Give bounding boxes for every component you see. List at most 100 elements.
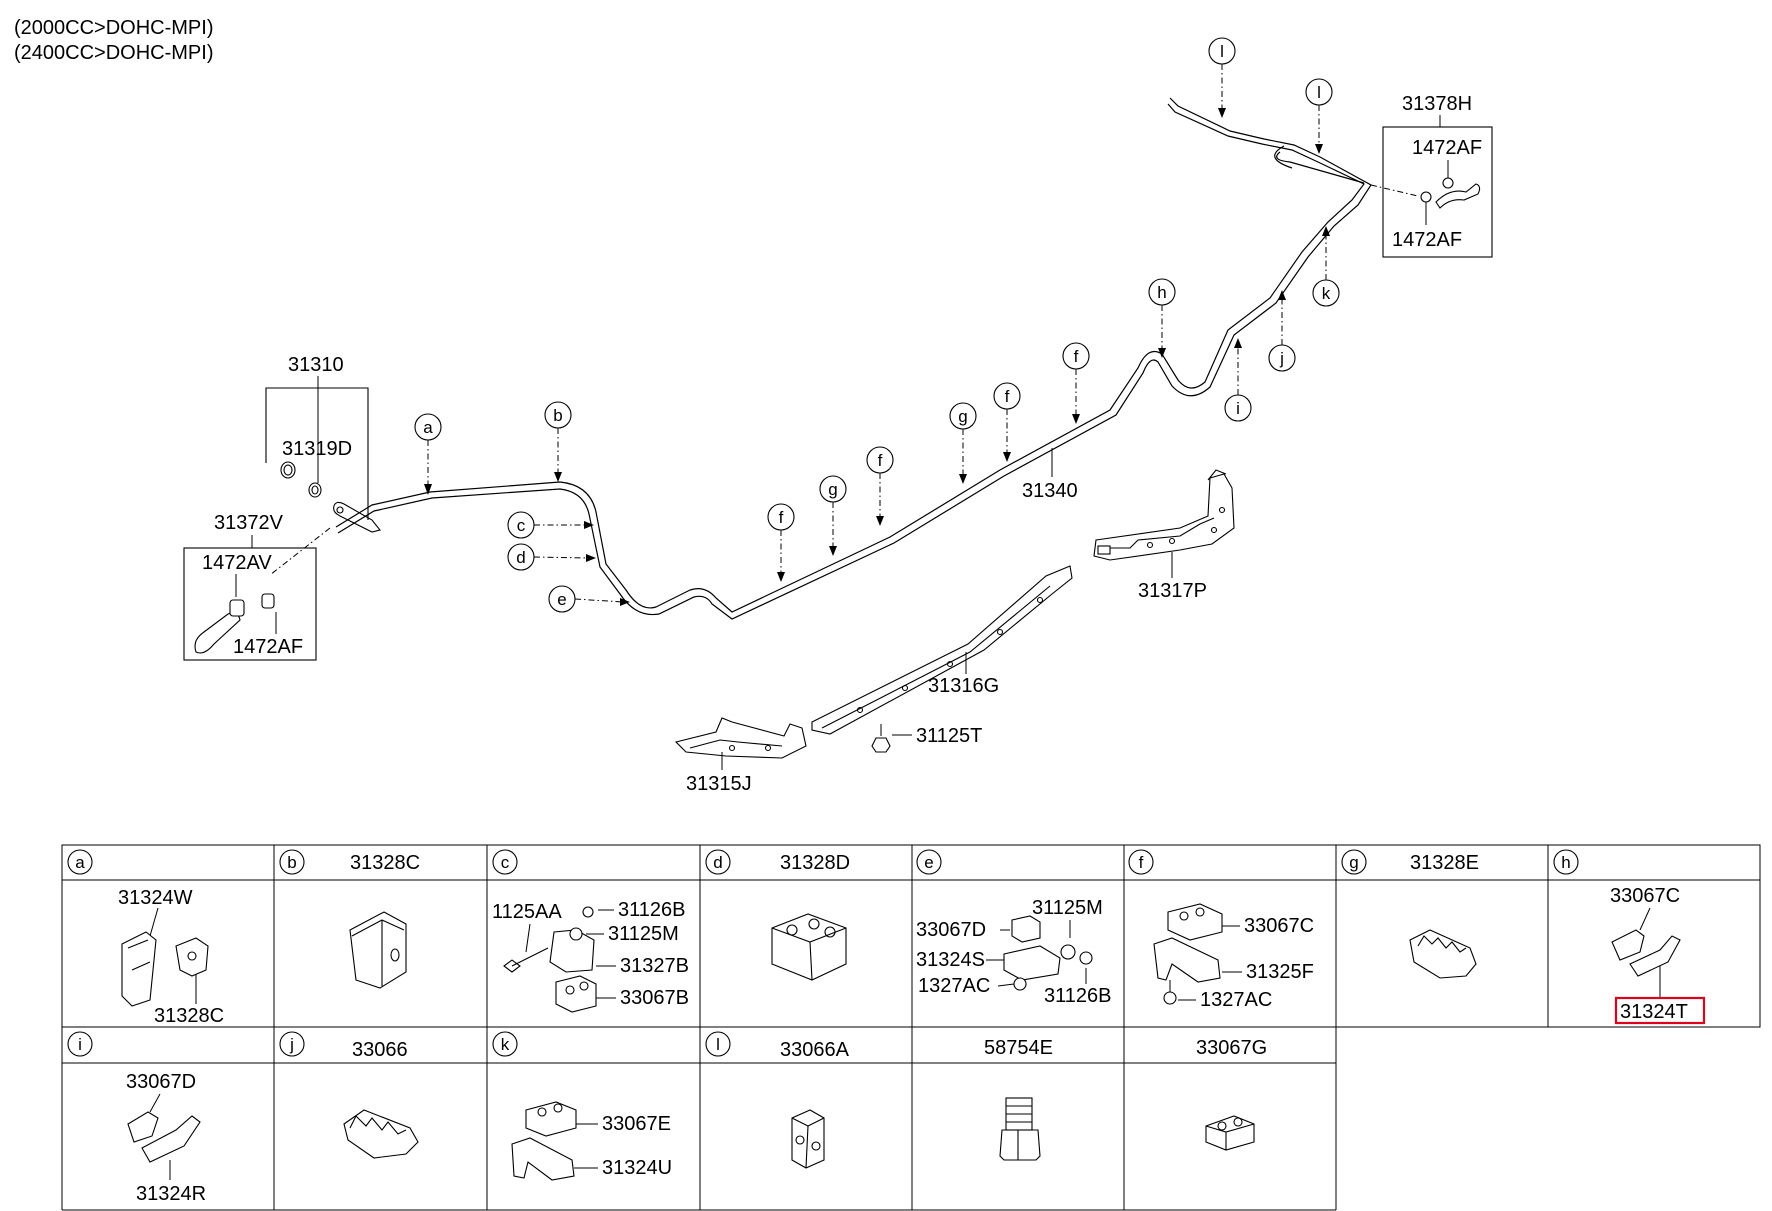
svg-text:i: i bbox=[78, 1035, 82, 1054]
nipple-icon bbox=[999, 1129, 1041, 1161]
callout-f-3: f bbox=[993, 382, 1021, 462]
svg-text:l: l bbox=[1220, 42, 1224, 61]
label-31316G: 31316G bbox=[928, 675, 999, 697]
svg-text:e: e bbox=[924, 853, 933, 872]
cell-j: j 33066 bbox=[279, 1031, 419, 1159]
svg-text:c: c bbox=[501, 853, 510, 872]
callout-f-4: f bbox=[1062, 342, 1090, 424]
callout-i: i bbox=[1224, 338, 1252, 422]
label-1472AF-left: 1472AF bbox=[233, 636, 303, 658]
callout-a: a bbox=[414, 413, 442, 495]
label-58754E: 58754E bbox=[984, 1037, 1053, 1059]
clip-icon-33067G bbox=[1205, 1115, 1255, 1151]
svg-text:j: j bbox=[289, 1035, 294, 1054]
clip-icon-c bbox=[555, 975, 597, 1013]
cell-i: i 33067D 31324R bbox=[67, 1031, 206, 1205]
label-33066: 33066 bbox=[352, 1039, 408, 1061]
cell-c: c 1125AA 31126B 31125M 31327B 33067B bbox=[492, 849, 689, 1013]
callout-g-1: g bbox=[819, 475, 847, 556]
label-1125AA: 1125AA bbox=[492, 901, 562, 923]
label-31340: 31340 bbox=[1022, 480, 1078, 502]
label-31319D: 31319D bbox=[282, 438, 352, 460]
svg-text:a: a bbox=[75, 853, 85, 872]
clip-icon-h bbox=[1611, 929, 1645, 961]
label-1472AV: 1472AV bbox=[202, 552, 272, 574]
cell-d: d 31328D bbox=[705, 849, 850, 981]
clip-icon-3 bbox=[1442, 177, 1454, 189]
clip-icon-i bbox=[127, 1111, 159, 1143]
callout-k: k bbox=[1312, 226, 1340, 307]
cell-e: e 33067D 31125M 31324S 1327AC 31126B bbox=[916, 849, 1111, 1007]
fuel-pipe-31340 bbox=[335, 97, 1372, 620]
label-33067C-h: 33067C bbox=[1610, 885, 1680, 907]
cell-33067G: 33067G bbox=[1196, 1037, 1267, 1151]
label-31325F: 31325F bbox=[1246, 961, 1314, 983]
label-31126B-e: 31126B bbox=[1044, 985, 1111, 1007]
label-31324T[interactable]: 31324T bbox=[1620, 1001, 1688, 1023]
bracket-icon-i bbox=[141, 1115, 201, 1163]
callout-31378H: 31378H 1472AF 1472AF bbox=[1370, 93, 1493, 258]
callout-c: c bbox=[507, 511, 594, 539]
cell-k: k 33067E 31324U bbox=[492, 1031, 672, 1181]
callout-e: e bbox=[548, 585, 630, 613]
clip-icon-4 bbox=[1420, 191, 1432, 203]
callout-l-1: l bbox=[1208, 37, 1236, 118]
label-31324R: 31324R bbox=[136, 1183, 206, 1205]
label-33067D-i: 33067D bbox=[126, 1071, 196, 1093]
callout-31310: 31310 31319D bbox=[265, 354, 369, 520]
svg-text:b: b bbox=[287, 853, 296, 872]
callout-b: b bbox=[544, 401, 572, 482]
label-31328D: 31328D bbox=[780, 852, 850, 874]
bracket-31315J bbox=[674, 717, 807, 759]
svg-text:h: h bbox=[1561, 853, 1570, 872]
bracket-icon-f bbox=[1153, 937, 1221, 983]
label-31126B-c: 31126B bbox=[618, 899, 685, 921]
clip-icon-k bbox=[525, 1101, 577, 1137]
svg-text:k: k bbox=[1322, 284, 1331, 303]
svg-text:c: c bbox=[517, 516, 526, 535]
svg-text:i: i bbox=[1236, 399, 1240, 418]
svg-text:f: f bbox=[1139, 853, 1144, 872]
cell-g: g 31328E bbox=[1341, 849, 1479, 979]
cell-l: l 33066A bbox=[705, 1031, 850, 1169]
bolt-31125T bbox=[871, 724, 912, 753]
svg-text:h: h bbox=[1157, 283, 1166, 302]
svg-text:l: l bbox=[1317, 83, 1321, 102]
svg-text:f: f bbox=[779, 508, 784, 527]
svg-text:a: a bbox=[423, 418, 433, 437]
callout-31372V: 31372V 1472AV 1472AF bbox=[183, 512, 317, 661]
label-31125M-c: 31125M bbox=[608, 923, 679, 945]
pipe-left-connector bbox=[333, 501, 381, 533]
svg-text:g: g bbox=[958, 407, 967, 426]
callout-f-2: f bbox=[866, 446, 894, 526]
bracket-icon-k bbox=[511, 1137, 575, 1181]
label-31324W: 31324W bbox=[118, 887, 193, 909]
highlight-box bbox=[1614, 996, 1706, 1025]
svg-text:j: j bbox=[1279, 349, 1284, 368]
bracket-icon-h bbox=[1629, 935, 1681, 977]
label-31328C-a: 31328C bbox=[154, 1005, 224, 1027]
label-31327B: 31327B bbox=[620, 955, 689, 977]
hose-icon-right bbox=[1435, 183, 1481, 209]
clip-icon-a2 bbox=[175, 937, 209, 977]
cell-f: f 33067C 31325F 1327AC bbox=[1128, 849, 1314, 1011]
clip-icon-f bbox=[1167, 903, 1223, 941]
svg-text:e: e bbox=[557, 590, 566, 609]
label-31324S: 31324S bbox=[916, 949, 985, 971]
svg-text:b: b bbox=[553, 406, 562, 425]
cell-a: a 31324W 31328C bbox=[67, 849, 224, 1027]
svg-text:g: g bbox=[1349, 853, 1358, 872]
svg-text:f: f bbox=[1074, 347, 1079, 366]
callout-j: j bbox=[1268, 290, 1296, 372]
svg-text:l: l bbox=[716, 1035, 720, 1054]
label-33067D-e: 33067D bbox=[916, 919, 986, 941]
svg-text:f: f bbox=[878, 451, 883, 470]
bracket-31317P bbox=[1093, 469, 1235, 561]
svg-text:g: g bbox=[828, 480, 837, 499]
cell-58754E: 58754E bbox=[984, 1037, 1053, 1161]
label-33067G: 33067G bbox=[1196, 1037, 1267, 1059]
label-31328C-b: 31328C bbox=[350, 852, 420, 874]
label-33067C-f: 33067C bbox=[1244, 915, 1314, 937]
